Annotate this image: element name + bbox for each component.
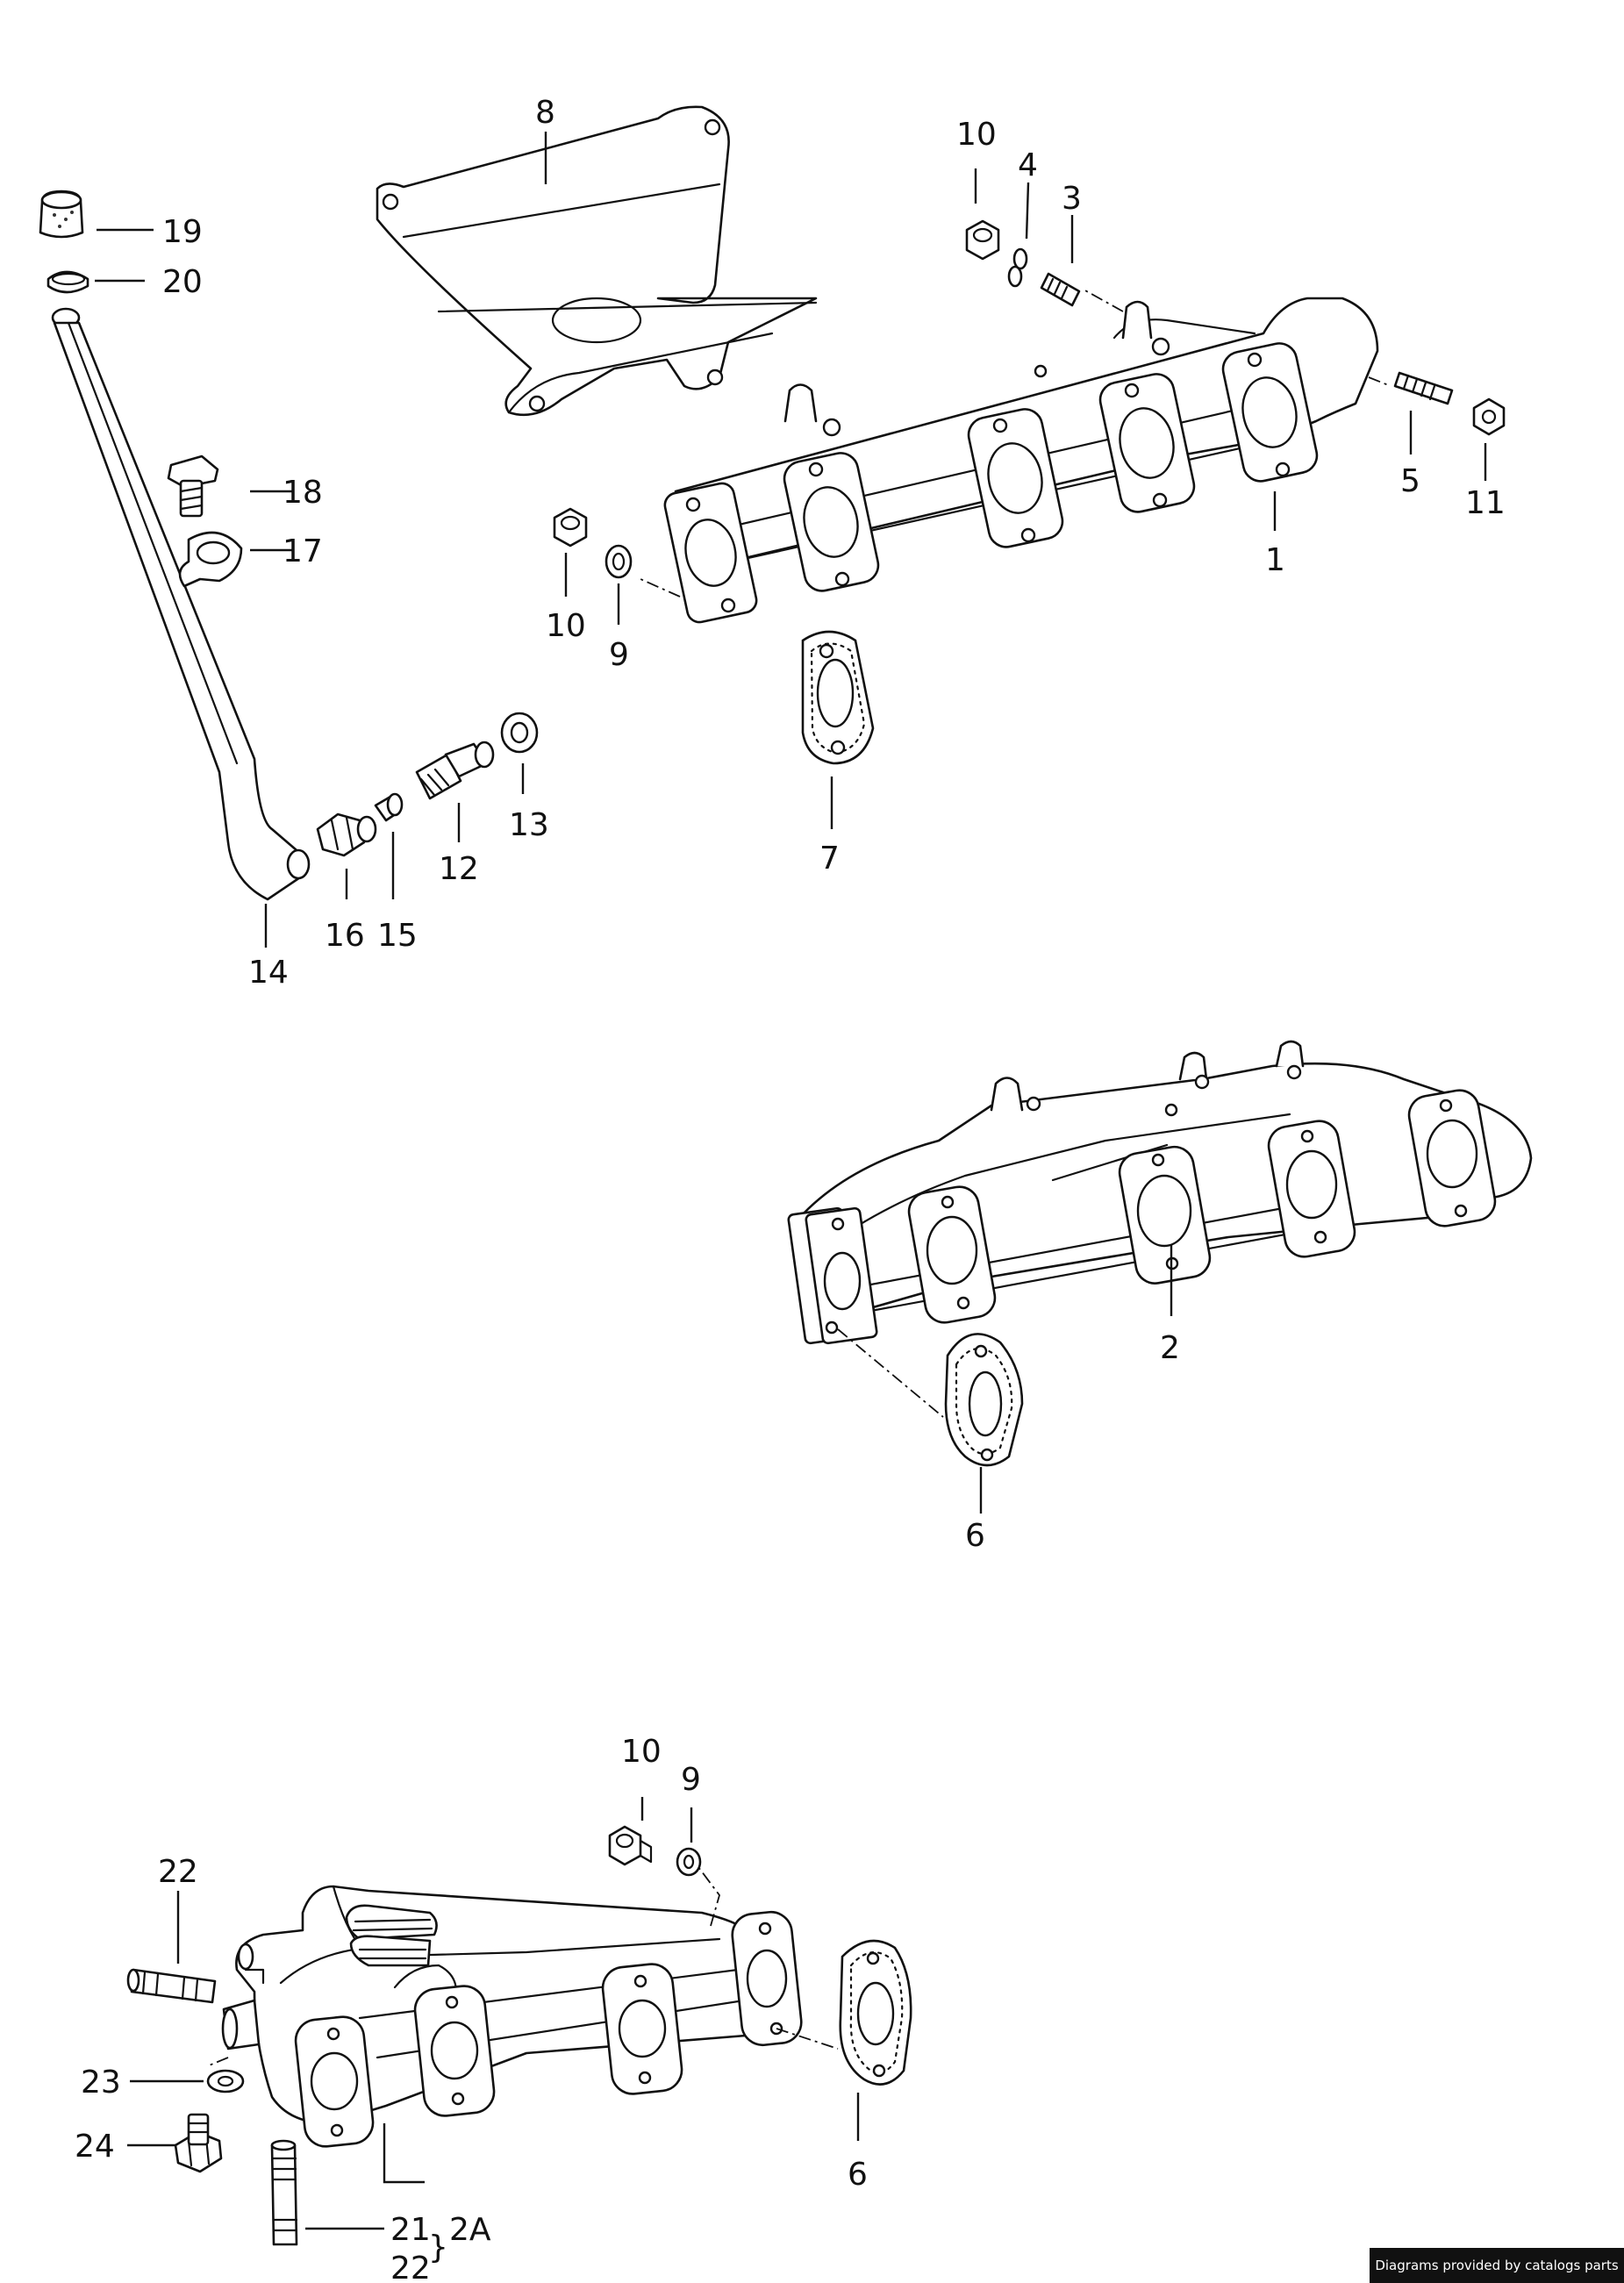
leader-lines xyxy=(95,132,1487,2230)
nut-part-10-upper[interactable] xyxy=(965,219,1000,261)
manifold-2A-flange-4 xyxy=(731,1910,803,2047)
callout-10-upper: 10 xyxy=(956,117,997,153)
manifold-2-flange-3 xyxy=(1118,1145,1212,1285)
gasket-part-6-lower[interactable] xyxy=(839,1939,912,2086)
nut-part-11[interactable] xyxy=(1472,397,1506,436)
manifold-1-mounting-bosses xyxy=(783,300,1170,437)
stud-part-5[interactable] xyxy=(1393,371,1454,405)
callout-2: 2 xyxy=(1160,1330,1180,1366)
callout-11: 11 xyxy=(1465,485,1506,521)
ferrule-part-15[interactable] xyxy=(374,792,404,822)
nut-part-16[interactable] xyxy=(316,812,377,857)
washer-part-23[interactable] xyxy=(206,2069,245,2093)
callout-6-lower: 6 xyxy=(848,2157,868,2193)
callout-1: 1 xyxy=(1265,542,1285,578)
callout-2A: 2A xyxy=(449,2212,491,2248)
callout-8: 8 xyxy=(535,95,555,131)
callout-10-lower: 10 xyxy=(621,1734,662,1770)
manifold-2-flange-2 xyxy=(907,1185,997,1324)
clip-part-17[interactable] xyxy=(178,531,243,588)
washer-part-9-upper[interactable] xyxy=(605,544,633,579)
callout-24: 24 xyxy=(75,2129,115,2165)
callout-21: 21 xyxy=(390,2212,431,2248)
callout-5: 5 xyxy=(1400,463,1420,499)
callout-3: 3 xyxy=(1062,181,1082,217)
clamp-part-20[interactable] xyxy=(47,270,89,294)
callout-9-upper: 9 xyxy=(609,637,629,673)
manifold-1-flange-2 xyxy=(783,452,880,592)
callout-22-lower: 22 xyxy=(390,2251,431,2283)
callout-6-middle: 6 xyxy=(965,1518,985,1554)
callout-12: 12 xyxy=(439,851,479,887)
manifold-1-flange-5 xyxy=(1221,342,1319,483)
manifold-2A-flange-1 xyxy=(294,2015,375,2148)
manifold-2A-flange-3 xyxy=(601,1963,683,2095)
exhaust-manifold-part-1[interactable] xyxy=(640,289,1391,625)
nut-part-10-lower[interactable] xyxy=(608,1825,653,1866)
oil-pipe-part-14[interactable] xyxy=(51,307,311,901)
callout-9-lower: 9 xyxy=(681,1762,701,1798)
callout-10-middle: 10 xyxy=(546,608,586,644)
manifold-1-flange-4 xyxy=(1098,373,1196,513)
callout-15: 15 xyxy=(377,918,418,954)
manifold-2A-grille xyxy=(345,1904,438,1967)
nut-part-10-middle[interactable] xyxy=(553,507,588,547)
bolt-part-18[interactable] xyxy=(167,454,219,518)
callout-labels: 8 10 4 3 5 11 1 10 9 7 13 12 15 16 14 18… xyxy=(75,95,1506,2283)
manifold-1-flange-3 xyxy=(967,408,1064,548)
stud-part-3[interactable] xyxy=(1040,272,1081,307)
exhaust-manifold-part-2A[interactable] xyxy=(206,1859,839,2149)
stud-part-21[interactable] xyxy=(270,2139,298,2246)
manifold-2-flange-5 xyxy=(1407,1089,1497,1227)
callout-4: 4 xyxy=(1018,147,1038,183)
union-part-12[interactable] xyxy=(415,741,495,800)
manifold-2-mounting-bosses xyxy=(990,1040,1305,1117)
callout-16: 16 xyxy=(325,918,365,954)
manifold-2-flange-4 xyxy=(1267,1120,1356,1258)
callout-20: 20 xyxy=(162,264,203,300)
gasket-part-6-middle[interactable] xyxy=(944,1333,1024,1467)
callout-17: 17 xyxy=(283,533,323,569)
callout-brace: } xyxy=(428,2229,448,2265)
stud-part-22-upper[interactable] xyxy=(126,1968,217,2004)
exhaust-manifold-part-2[interactable] xyxy=(787,1040,1533,1418)
manifold-1-flange-1 xyxy=(663,482,758,624)
diagram-credit[interactable]: Diagrams provided by catalogs parts xyxy=(1370,2248,1624,2283)
callout-23: 23 xyxy=(81,2065,121,2101)
cap-part-19[interactable] xyxy=(39,190,84,239)
washer-part-4[interactable] xyxy=(1007,247,1028,288)
manifold-2-flange-1 xyxy=(787,1206,878,1345)
callout-18: 18 xyxy=(283,475,323,511)
callout-7: 7 xyxy=(819,841,840,877)
callout-14: 14 xyxy=(248,955,289,991)
callout-22-upper: 22 xyxy=(158,1854,198,1890)
washer-part-9-lower[interactable] xyxy=(676,1847,702,1877)
callout-13: 13 xyxy=(509,807,549,843)
manifold-2A-flange-2 xyxy=(413,1985,496,2117)
bolt-part-24[interactable] xyxy=(174,2113,223,2173)
heat-shield-part-8[interactable] xyxy=(376,105,818,417)
gasket-part-7[interactable] xyxy=(801,630,875,765)
callout-19: 19 xyxy=(162,214,203,250)
washer-part-13[interactable] xyxy=(500,712,539,754)
